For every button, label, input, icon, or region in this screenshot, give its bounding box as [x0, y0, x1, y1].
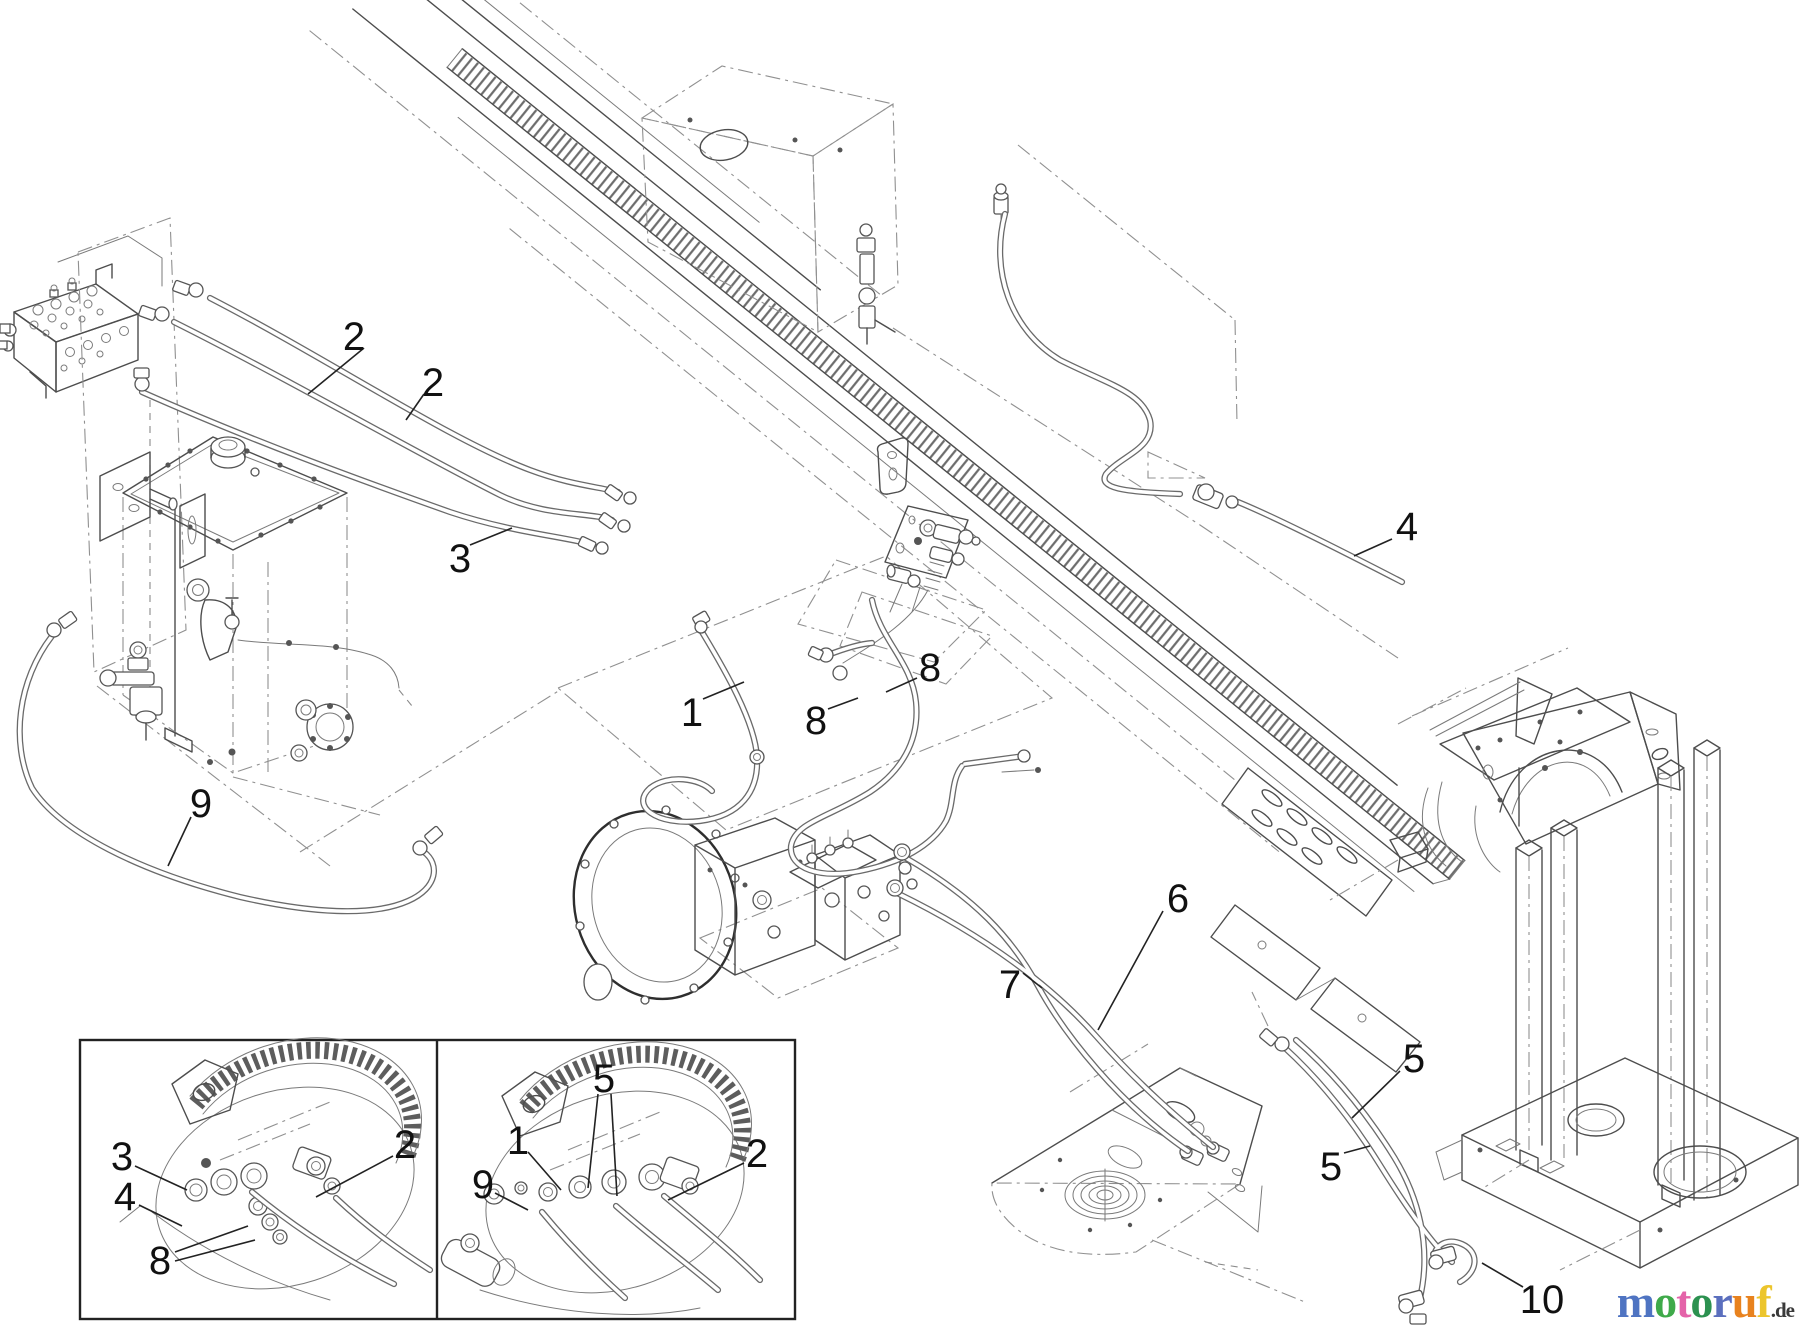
callout-8: 8	[919, 646, 941, 690]
callout-6: 6	[1167, 877, 1189, 921]
hydraulic-pump-assembly	[572, 805, 918, 1005]
logo-suffix: .de	[1770, 1298, 1795, 1322]
frame-stand	[1210, 647, 1799, 1271]
callout-leader-2	[307, 347, 365, 395]
callout-leader-10	[1481, 1262, 1524, 1288]
callout-leader-5	[1351, 1070, 1401, 1119]
callout-leader-2	[315, 1155, 394, 1198]
callout-2: 2	[746, 1132, 768, 1176]
callout-leader-4	[1353, 538, 1393, 557]
callout-leader-3	[469, 527, 513, 546]
phantom-enclosure	[640, 65, 899, 345]
callout-3: 3	[449, 537, 471, 581]
callout-2: 2	[343, 315, 365, 359]
logo-letter: u	[1731, 1276, 1758, 1327]
callout-4: 4	[114, 1175, 136, 1219]
rail-bracket	[876, 437, 909, 495]
callout-leader-6	[1097, 910, 1164, 1031]
callout-leader-8	[885, 677, 918, 693]
callout-5: 5	[593, 1057, 615, 1101]
inset-detail-left	[119, 1037, 422, 1301]
callout-leader-5	[1343, 1145, 1371, 1154]
logo-letter: o	[1654, 1276, 1677, 1327]
control-valve-block	[0, 235, 163, 399]
boom-rail	[309, 0, 1466, 892]
inset-detail-right	[440, 1041, 752, 1315]
callout-5: 5	[1320, 1145, 1342, 1189]
callout-leader-1	[702, 681, 745, 700]
callout-8: 8	[149, 1239, 171, 1283]
callout-1: 1	[681, 691, 703, 735]
callout-leader-1	[527, 1151, 562, 1191]
logo-letter: f	[1756, 1276, 1771, 1327]
callout-leader-8	[174, 1225, 249, 1253]
callout-9: 9	[190, 782, 212, 826]
callout-leader-4	[138, 1204, 183, 1227]
callout-leader-7	[1022, 972, 1043, 989]
callout-leader-9	[494, 1192, 529, 1211]
callout-leader-5	[587, 1093, 599, 1189]
callout-4: 4	[1396, 505, 1418, 549]
callout-leader-2	[405, 393, 425, 421]
callout-leader-5	[610, 1093, 618, 1197]
callout-3: 3	[111, 1135, 133, 1179]
motoruf-logo[interactable]: motoruf.de	[1616, 1276, 1795, 1327]
callout-8: 8	[805, 699, 827, 743]
tank-suction-valve	[99, 641, 163, 741]
callout-2: 2	[394, 1123, 416, 1167]
hose4-top-fitting	[993, 183, 1009, 225]
hydraulic-tank	[99, 436, 413, 774]
logo-letter: m	[1616, 1276, 1655, 1327]
logo-letter: o	[1690, 1276, 1713, 1327]
callout-7: 7	[999, 963, 1021, 1007]
cooling-fan	[1064, 1168, 1146, 1222]
callout-5: 5	[1403, 1037, 1425, 1081]
callout-leader-9	[167, 816, 192, 867]
mid-rail-manifold	[842, 505, 981, 664]
callout-leader-2	[667, 1162, 745, 1201]
logo-letter: r	[1712, 1276, 1732, 1327]
phantom-panels	[77, 144, 1399, 1303]
callout-2: 2	[422, 361, 444, 405]
hose-fittings	[46, 279, 1457, 1325]
logo-letter: t	[1676, 1276, 1691, 1327]
bleed-valve	[856, 223, 896, 345]
callout-9: 9	[472, 1163, 494, 1207]
inset-detail-boxes	[78, 1037, 797, 1321]
callout-leader-3	[134, 1165, 188, 1191]
callout-leader-8	[827, 697, 859, 710]
callout-leader-8	[174, 1239, 256, 1262]
callout-10: 10	[1520, 1278, 1565, 1322]
callout-1: 1	[507, 1119, 529, 1163]
